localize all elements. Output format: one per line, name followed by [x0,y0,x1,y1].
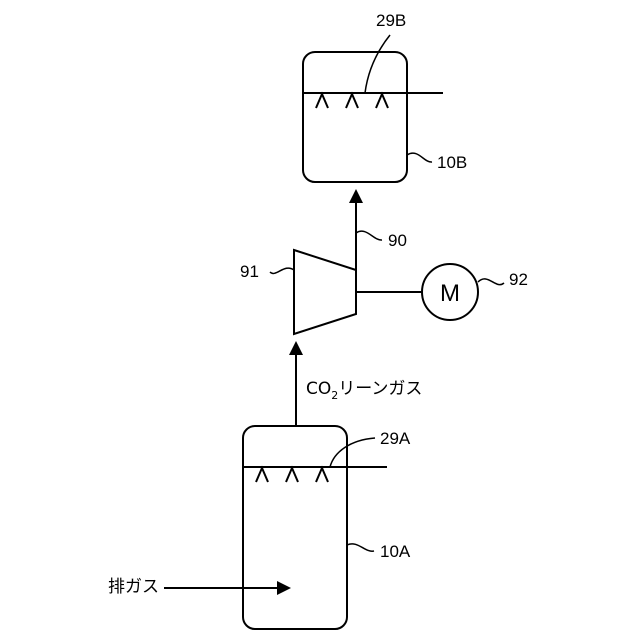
tower-10B-body [303,52,407,182]
ref-10B: 10B [437,153,467,172]
leader-10B [407,153,432,162]
ref-29B: 29B [376,11,406,30]
ref-92: 92 [509,270,528,289]
tower-10B [303,52,407,182]
leader-10A [347,544,374,551]
leader-92 [478,279,504,285]
spray-nozzle-29B-1 [316,94,328,108]
spray-nozzle-29A-2 [286,468,298,482]
leader-29B [365,35,390,93]
ref-90: 90 [388,231,407,250]
spray-nozzle-29A-3 [316,468,328,482]
co2-lean-gas-subscript: 2 [331,389,338,402]
co2-lean-gas-label: CO2リーンガス [306,379,422,402]
leader-29A [330,438,375,467]
compressor-91 [294,250,356,334]
motor-label: M [440,280,460,307]
ref-91: 91 [240,262,259,281]
ref-10A: 10A [380,542,411,561]
ref-29A: 29A [380,429,411,448]
leader-91 [270,268,294,273]
leader-90 [356,231,382,240]
tower-10A-body [243,426,347,629]
spray-nozzle-29A-1 [256,468,268,482]
exhaust-gas-label: 排ガス [108,577,159,597]
spray-nozzle-29B-3 [376,94,388,108]
co2-lean-gas-prefix: CO [306,379,331,399]
spray-header-29B [303,93,443,108]
spray-header-29A [243,467,387,482]
spray-nozzle-29B-2 [346,94,358,108]
co2-lean-gas-suffix: リーンガス [338,379,422,399]
tower-10A [243,426,347,629]
